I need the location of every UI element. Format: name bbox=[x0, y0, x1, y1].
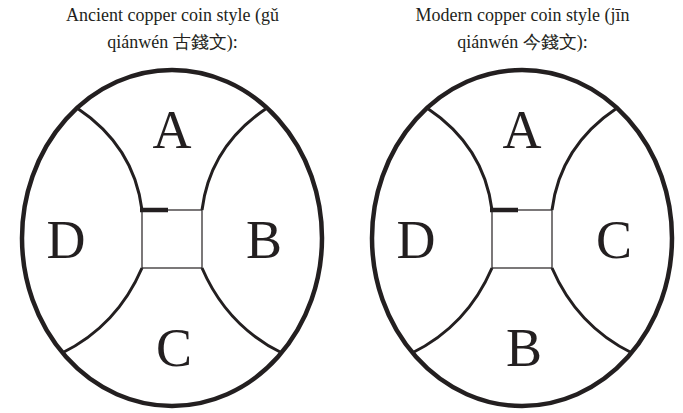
coin-region: B bbox=[506, 321, 542, 375]
region-divider bbox=[202, 268, 282, 353]
coin-region: C bbox=[596, 213, 632, 267]
region-divider bbox=[552, 108, 617, 210]
coin-region: C bbox=[156, 321, 192, 375]
coin-rim bbox=[372, 70, 672, 406]
hole-mark bbox=[140, 208, 168, 213]
region-divider bbox=[77, 108, 142, 210]
coin-region: A bbox=[153, 103, 192, 157]
region-letter: B bbox=[506, 321, 542, 375]
coin-region: D bbox=[47, 213, 86, 267]
coin-outline: Modern copper coin style (jīn qiánwén 今錢… bbox=[360, 2, 683, 412]
region-letter: A bbox=[153, 103, 192, 157]
coin-region: B bbox=[246, 213, 282, 267]
coin-rim bbox=[22, 70, 322, 406]
region-divider bbox=[202, 108, 267, 210]
coin-style-heading: Modern copper coin style (jīn qiánwén 今錢… bbox=[413, 2, 633, 56]
coin-region: D bbox=[397, 213, 436, 267]
region-letter: C bbox=[156, 321, 192, 375]
coin-style-heading: Ancient copper coin style (gǔ qiánwén 古錢… bbox=[63, 2, 283, 56]
coin-outline: Ancient copper coin style (gǔ qiánwén 古錢… bbox=[10, 2, 335, 412]
coin-region: A bbox=[503, 103, 542, 157]
region-letter: C bbox=[596, 213, 632, 267]
region-letter: D bbox=[397, 213, 436, 267]
square-hole bbox=[492, 210, 552, 268]
region-divider bbox=[412, 268, 492, 353]
square-hole bbox=[142, 210, 202, 268]
region-divider bbox=[427, 108, 492, 210]
region-letter: B bbox=[246, 213, 282, 267]
region-letter: D bbox=[47, 213, 86, 267]
hole-mark bbox=[490, 208, 518, 213]
region-divider bbox=[62, 268, 142, 353]
region-letter: A bbox=[503, 103, 542, 157]
region-divider bbox=[552, 268, 632, 353]
